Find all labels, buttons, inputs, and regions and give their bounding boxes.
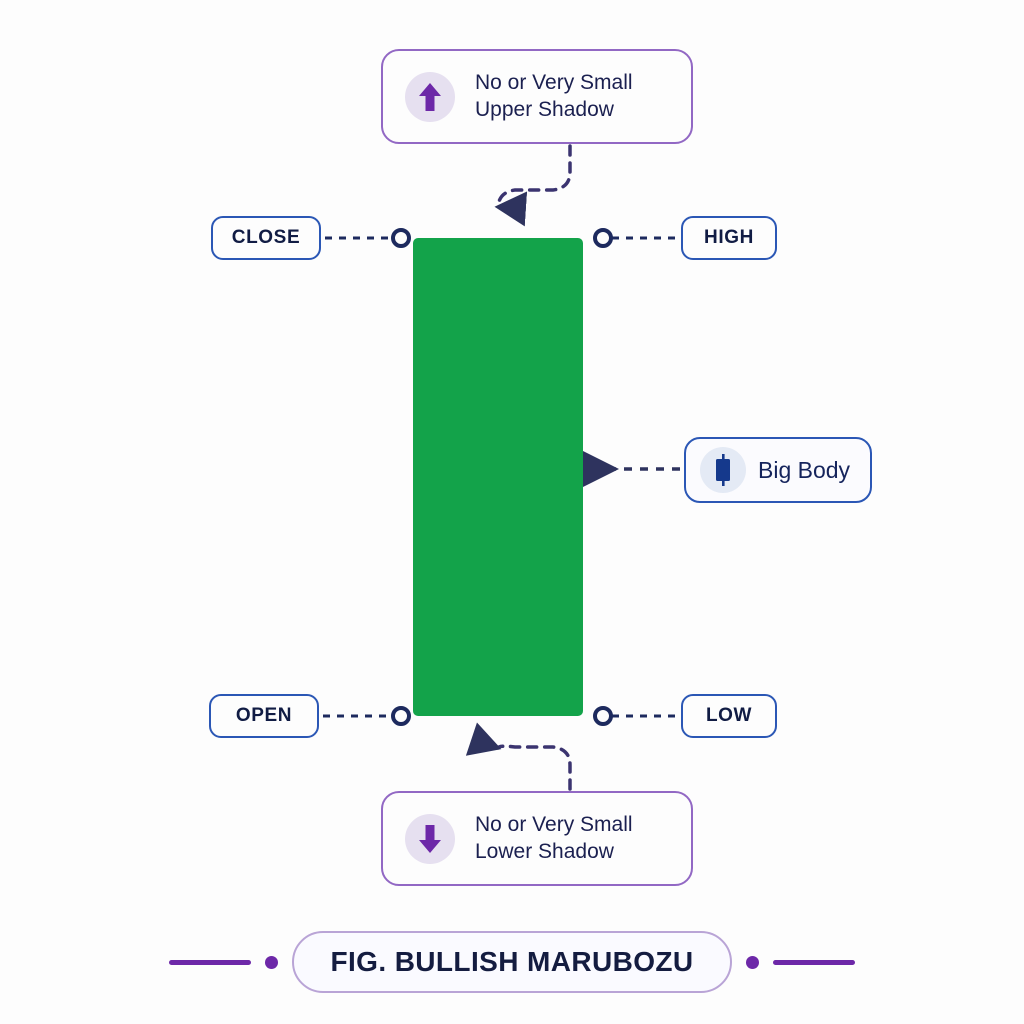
caption-rule-right <box>772 959 855 965</box>
figure-caption-row: FIG. BULLISH MARUBOZU <box>0 925 1024 999</box>
caption-dot-right <box>745 955 759 969</box>
caption-rule-left <box>169 959 252 965</box>
caption-dot-left <box>265 955 279 969</box>
badge-big-body-label: Big Body <box>758 456 851 483</box>
node-low <box>593 706 613 726</box>
badge-big-body[interactable]: Big Body <box>684 437 872 503</box>
note-upper-shadow-text: No or Very Small Upper Shadow <box>475 70 633 121</box>
node-close <box>391 228 411 248</box>
arrow-down-icon <box>405 813 455 864</box>
arrow-up-icon <box>405 71 455 122</box>
label-low[interactable]: LOW <box>681 694 777 738</box>
candle-body <box>413 238 583 716</box>
note-lower-shadow-text: No or Very Small Lower Shadow <box>475 812 633 863</box>
connector-upper-shadow <box>494 144 572 227</box>
label-high[interactable]: HIGH <box>681 216 777 260</box>
candlestick-icon <box>700 447 746 493</box>
node-high <box>593 228 613 248</box>
label-close[interactable]: CLOSE <box>211 216 321 260</box>
note-card-upper-shadow[interactable]: No or Very Small Upper Shadow <box>381 49 693 144</box>
note-card-lower-shadow[interactable]: No or Very Small Lower Shadow <box>381 791 693 886</box>
connector-lower-shadow <box>465 722 572 791</box>
figure-caption-pill: FIG. BULLISH MARUBOZU <box>292 931 732 993</box>
label-open[interactable]: OPEN <box>209 694 319 738</box>
node-open <box>391 706 411 726</box>
